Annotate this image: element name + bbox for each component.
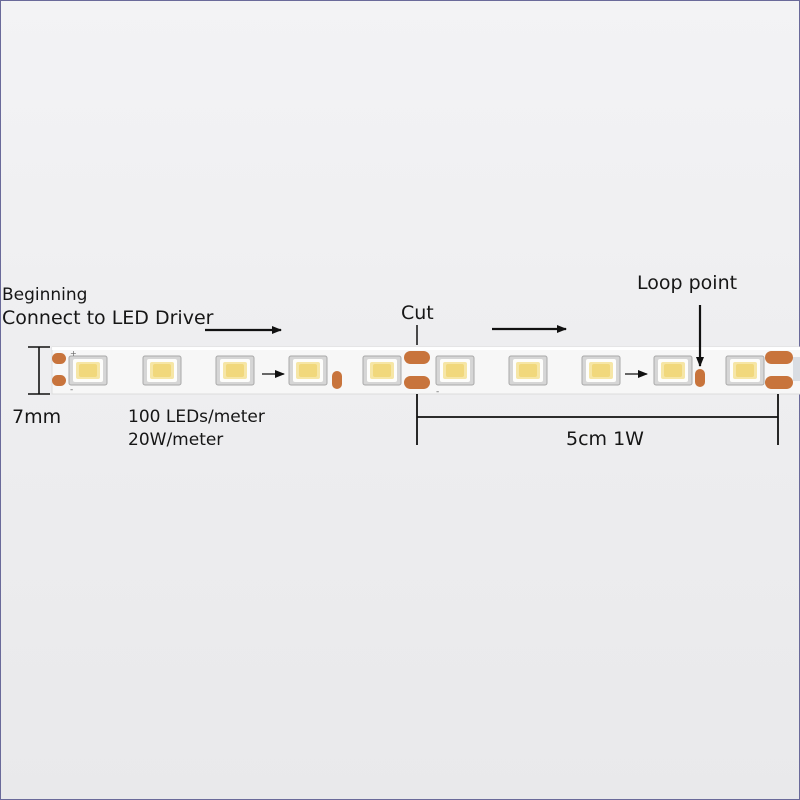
led-chip xyxy=(581,355,621,386)
polarity-minus-2: - xyxy=(436,387,439,397)
led-core xyxy=(299,364,317,377)
width-label: 7mm xyxy=(12,406,62,428)
start-pad-top xyxy=(52,353,66,364)
led-core xyxy=(226,364,244,377)
led-core xyxy=(153,364,171,377)
led-chip xyxy=(362,355,402,386)
start-pad-bottom xyxy=(52,375,66,386)
power-label: 20W/meter xyxy=(128,430,224,450)
led-core xyxy=(373,364,391,377)
segment-label: 5cm 1W xyxy=(566,428,644,450)
led-core xyxy=(79,364,97,377)
cut-pad-top-left xyxy=(404,351,430,364)
led-chip xyxy=(68,355,108,386)
annotations xyxy=(28,305,779,445)
connect-driver-label: Connect to LED Driver xyxy=(2,307,214,329)
led-core xyxy=(592,364,610,377)
cut-pad-bottom-right xyxy=(765,376,793,389)
cut-label: Cut xyxy=(401,302,434,324)
cut-pad-bottom-left xyxy=(404,376,430,389)
led-chip xyxy=(725,355,765,386)
led-core xyxy=(446,364,464,377)
led-strip: + - - xyxy=(51,346,800,397)
polarity-minus: - xyxy=(70,385,73,395)
density-label: 100 LEDs/meter xyxy=(128,407,265,427)
resistor-pad-2 xyxy=(695,369,705,387)
beginning-label: Beginning xyxy=(2,285,88,305)
loop-point-label: Loop point xyxy=(637,272,738,294)
pcb-highlight xyxy=(52,347,800,350)
led-chip xyxy=(142,355,182,386)
led-chip xyxy=(508,355,548,386)
resistor-pad-1 xyxy=(332,371,342,389)
led-chip xyxy=(653,355,693,386)
led-chip xyxy=(215,355,255,386)
cut-pad-top-right xyxy=(765,351,793,364)
led-core xyxy=(664,364,682,377)
polarity-plus: + xyxy=(70,349,77,358)
next-led-edge xyxy=(793,357,800,381)
led-chip xyxy=(435,355,475,386)
led-core xyxy=(736,364,754,377)
led-chip xyxy=(288,355,328,386)
led-core xyxy=(519,364,537,377)
